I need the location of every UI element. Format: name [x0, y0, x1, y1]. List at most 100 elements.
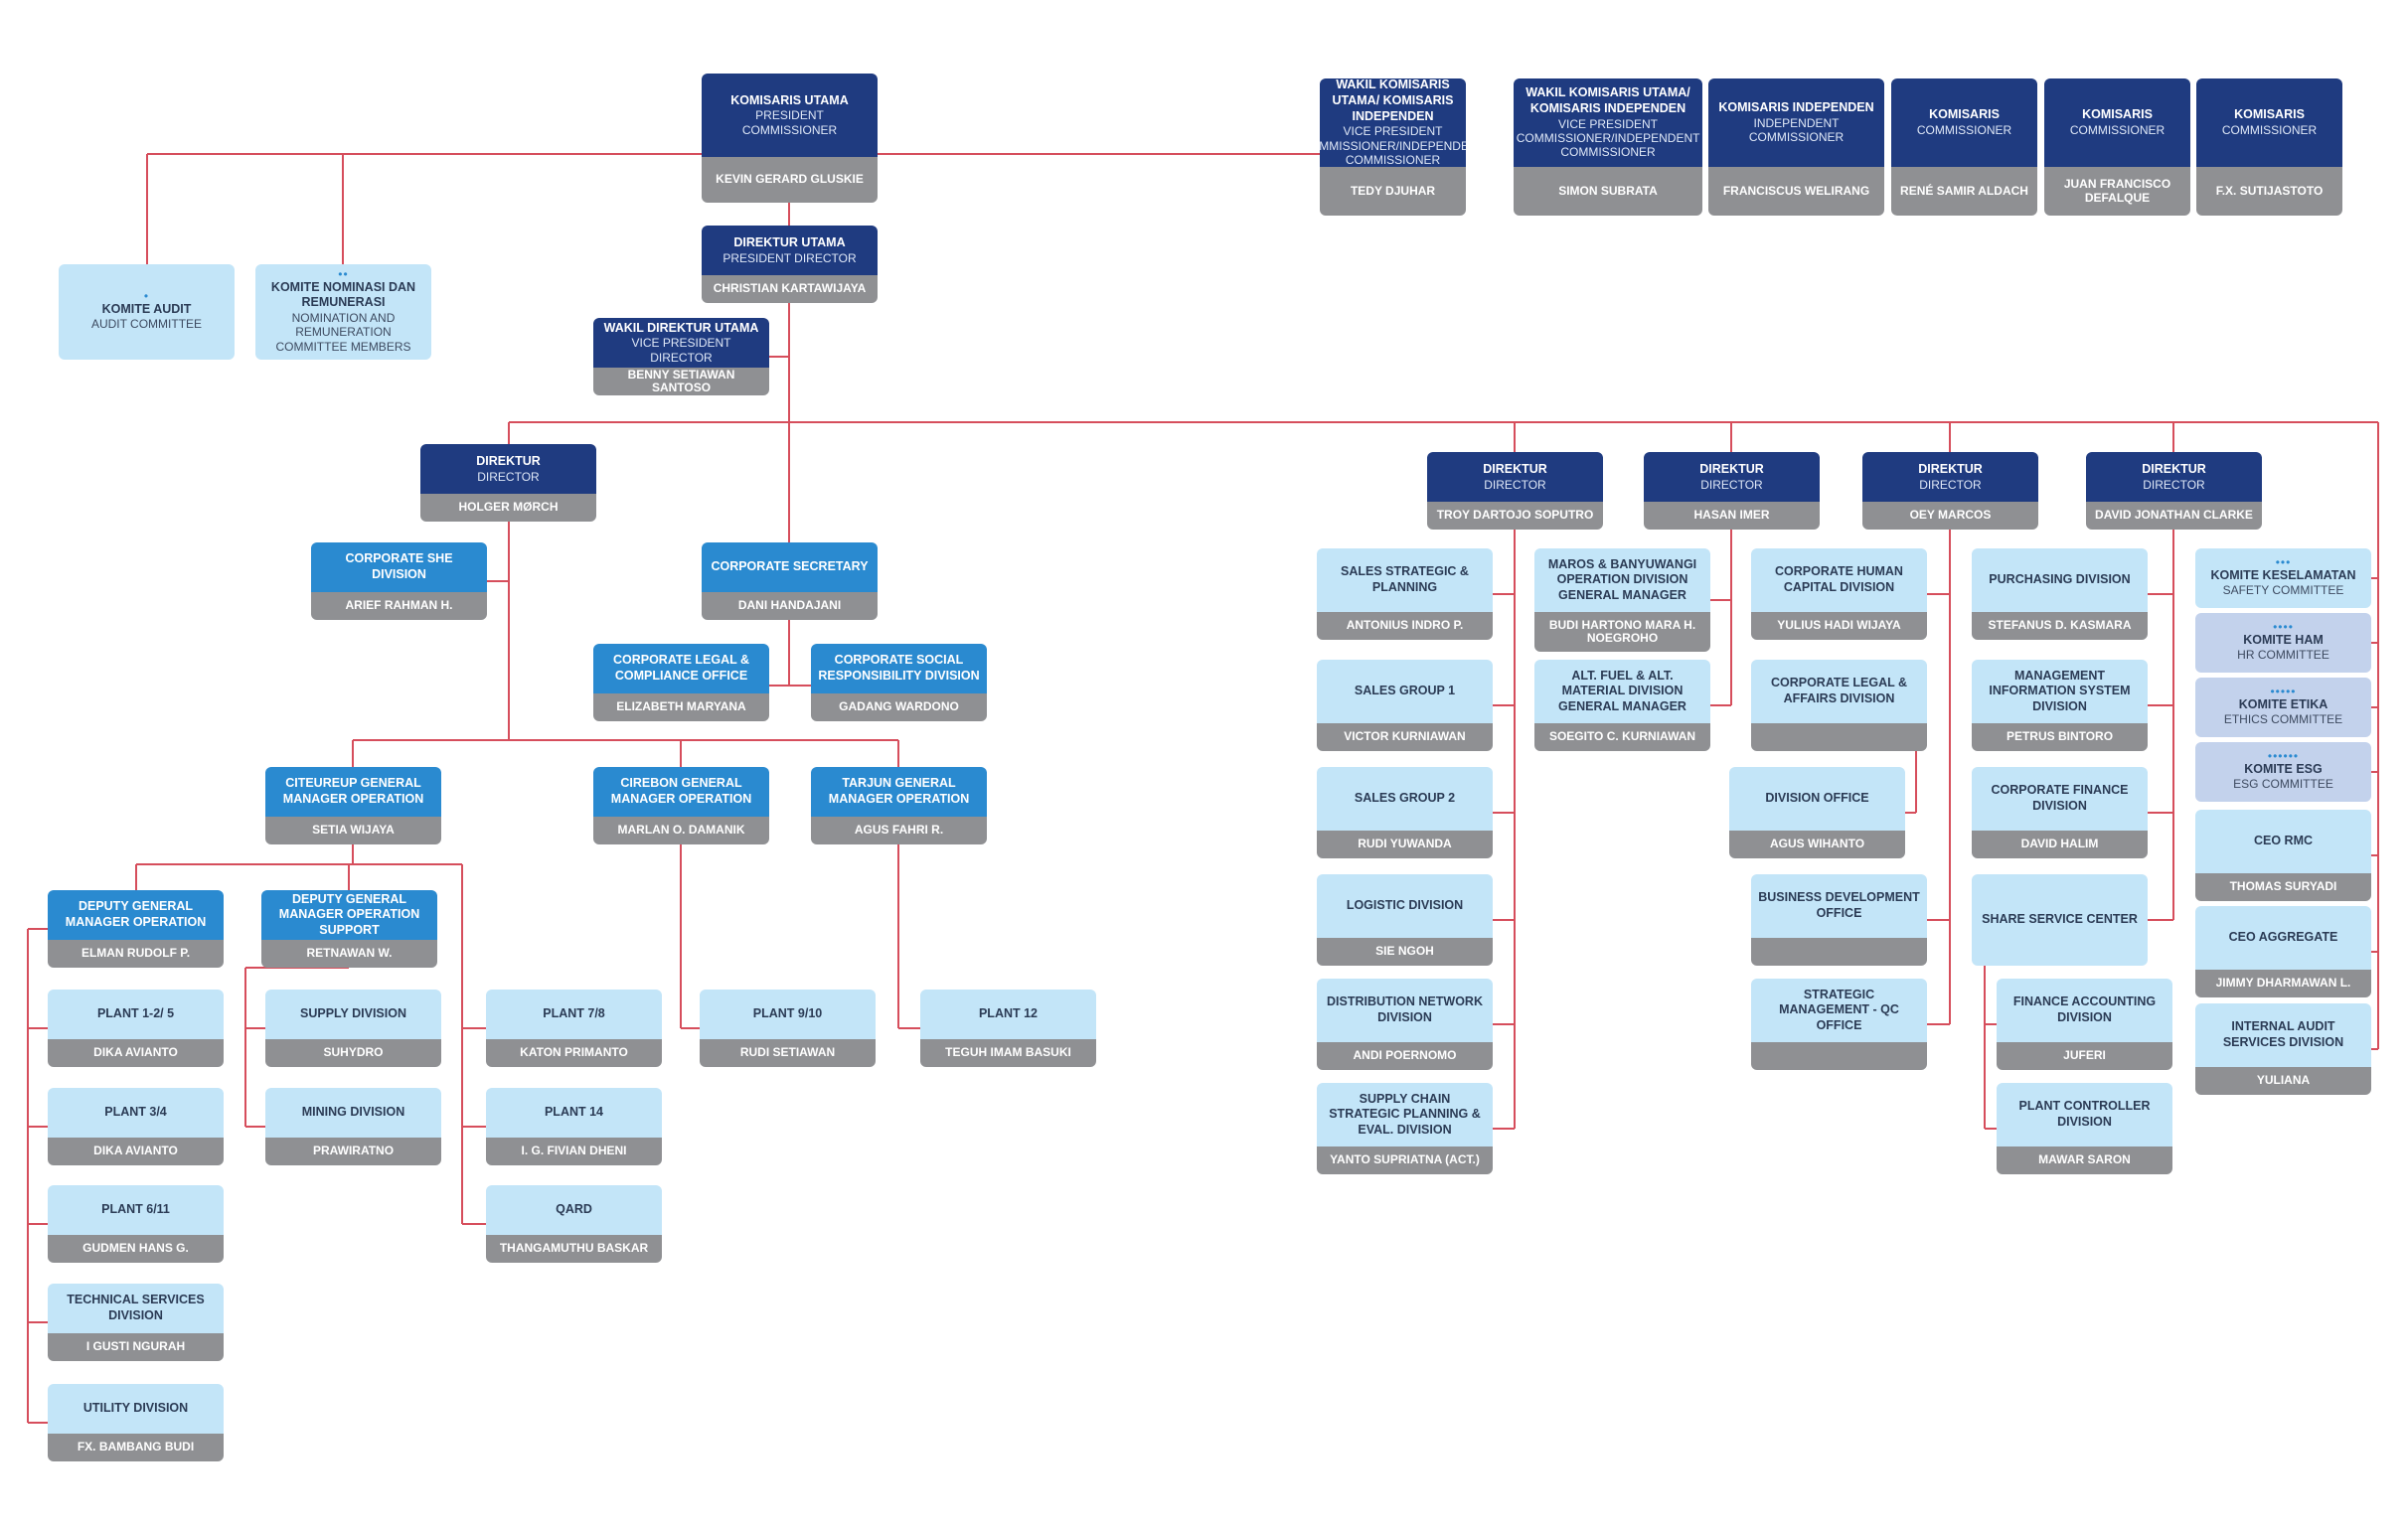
- unit-title: PLANT CONTROLLER DIVISION: [2018, 1099, 2151, 1129]
- org-box-title: PLANT 14: [486, 1088, 662, 1138]
- unit-title: WAKIL DIREKTUR UTAMA: [603, 320, 759, 335]
- unit-title: PLANT 6/11: [101, 1202, 170, 1217]
- unit-subtitle: DIRECTOR: [1700, 477, 1763, 492]
- person-name: TEDY DJUHAR: [1320, 167, 1466, 216]
- unit-title: CITEUREUP GENERAL MANAGER OPERATION: [282, 776, 424, 806]
- org-box-title: SALES STRATEGIC & PLANNING: [1317, 548, 1493, 612]
- person-name: GUDMEN HANS G.: [48, 1235, 224, 1263]
- person-name: SIE NGOH: [1317, 938, 1493, 966]
- org-box-title: STRATEGIC MANAGEMENT - QC OFFICE: [1751, 979, 1927, 1042]
- unit-subtitle: DIRECTOR: [477, 469, 540, 484]
- org-box-title: PLANT 9/10: [700, 990, 876, 1039]
- unit-subtitle: DIRECTOR: [1484, 477, 1546, 492]
- org-box-supply-chain: SUPPLY CHAIN STRATEGIC PLANNING & EVAL. …: [1317, 1083, 1493, 1174]
- org-box-title: ALT. FUEL & ALT. MATERIAL DIVISION GENER…: [1534, 660, 1710, 723]
- committee-dots: •••••: [2270, 685, 2297, 699]
- org-box-title: DEPUTY GENERAL MANAGER OPERATION SUPPORT: [261, 890, 437, 940]
- unit-subtitle: ETHICS COMMITTEE: [2223, 712, 2343, 727]
- unit-subtitle: NOMINATION AND REMUNERATION COMMITTEE ME…: [275, 310, 411, 354]
- unit-title: BUSINESS DEVELOPMENT OFFICE: [1758, 890, 1920, 920]
- person-name: JUAN FRANCISCO DEFALQUE: [2044, 167, 2190, 216]
- unit-title: CEO AGGREGATE: [2228, 930, 2338, 945]
- unit-title: DIREKTUR: [1699, 461, 1764, 476]
- unit-title: FINANCE ACCOUNTING DIVISION: [2012, 994, 2157, 1024]
- org-box-title: MANAGEMENT INFORMATION SYSTEM DIVISION: [1972, 660, 2148, 723]
- person-name: KATON PRIMANTO: [486, 1039, 662, 1067]
- org-box-strategic-management: STRATEGIC MANAGEMENT - QC OFFICE: [1751, 979, 1927, 1070]
- person-name: YANTO SUPRIATNA (ACT.): [1317, 1146, 1493, 1174]
- person-name: BENNY SETIAWAN SANTOSO: [593, 368, 769, 395]
- person-name: ARIEF RAHMAN H.: [311, 592, 487, 620]
- unit-title: DIREKTUR UTAMA: [733, 234, 846, 249]
- unit-title: CORPORATE FINANCE DIVISION: [1991, 783, 2129, 813]
- unit-subtitle: ESG COMMITTEE: [2233, 777, 2333, 792]
- person-name: DAVID HALIM: [1972, 831, 2148, 858]
- unit-title: SALES STRATEGIC & PLANNING: [1341, 564, 1469, 594]
- person-name: FRANCISCUS WELIRANG: [1708, 167, 1884, 216]
- org-box-title: BUSINESS DEVELOPMENT OFFICE: [1751, 874, 1927, 938]
- org-box-title: DEPUTY GENERAL MANAGER OPERATION: [48, 890, 224, 940]
- unit-title: UTILITY DIVISION: [82, 1401, 189, 1416]
- unit-subtitle: VICE PRESIDENT DIRECTOR: [631, 336, 731, 365]
- unit-title: PLANT 12: [978, 1006, 1039, 1021]
- committee-dots: ••••••: [2267, 749, 2300, 764]
- unit-title: ALT. FUEL & ALT. MATERIAL DIVISION GENER…: [1558, 668, 1686, 713]
- unit-title: PLANT 1-2/ 5: [96, 1006, 175, 1021]
- unit-subtitle: SAFETY COMMITTEE: [2222, 583, 2344, 598]
- org-box-title: LOGISTIC DIVISION: [1317, 874, 1493, 938]
- unit-title: KOMITE NOMINASI DAN REMUNERASI: [270, 279, 416, 310]
- person-name: VICTOR KURNIAWAN: [1317, 723, 1493, 751]
- unit-title: KOMISARIS: [1929, 107, 2000, 122]
- unit-title: CORPORATE SECRETARY: [711, 559, 869, 574]
- org-box-title: CORPORATE SOCIAL RESPONSIBILITY DIVISION: [811, 644, 987, 693]
- unit-subtitle: PRESIDENT DIRECTOR: [722, 250, 857, 265]
- org-box-title: INTERNAL AUDIT SERVICES DIVISION: [2195, 1003, 2371, 1067]
- org-box-utility-division: UTILITY DIVISION FX. BAMBANG BUDI: [48, 1384, 224, 1461]
- person-name: SUHYDRO: [265, 1039, 441, 1067]
- person-name: RUDI SETIAWAN: [700, 1039, 876, 1067]
- person-name: SETIA WIJAYA: [265, 817, 441, 844]
- org-box-title: SHARE SERVICE CENTER: [1972, 874, 2148, 966]
- unit-subtitle: AUDIT COMMITTEE: [90, 317, 203, 332]
- unit-title: SHARE SERVICE CENTER: [1982, 912, 2138, 927]
- unit-title: CEO RMC: [2253, 834, 2314, 848]
- person-name: KEVIN GERARD GLUSKIE: [702, 157, 878, 203]
- unit-title: KOMITE KESELAMATAN: [2210, 567, 2356, 582]
- org-box-maros-banyuwangi: MAROS & BANYUWANGI OPERATION DIVISION GE…: [1534, 548, 1710, 652]
- person-name: FX. BAMBANG BUDI: [48, 1434, 224, 1461]
- person-name: TROY DARTOJO SOPUTRO: [1427, 502, 1603, 530]
- unit-title: SUPPLY CHAIN STRATEGIC PLANNING & EVAL. …: [1329, 1091, 1481, 1137]
- org-box-title: FINANCE ACCOUNTING DIVISION: [1997, 979, 2172, 1042]
- unit-subtitle: COMMISSIONER: [2069, 123, 2166, 138]
- person-name: BUDI HARTONO MARA H. NOEGROHO: [1534, 612, 1710, 652]
- person-name: STEFANUS D. KASMARA: [1972, 612, 2148, 640]
- org-box-title: MAROS & BANYUWANGI OPERATION DIVISION GE…: [1534, 548, 1710, 612]
- committee-dots: •••: [2275, 555, 2292, 570]
- org-box-title: SUPPLY DIVISION: [265, 990, 441, 1039]
- person-name: SIMON SUBRATA: [1514, 167, 1702, 216]
- org-box-title: PLANT 7/8: [486, 990, 662, 1039]
